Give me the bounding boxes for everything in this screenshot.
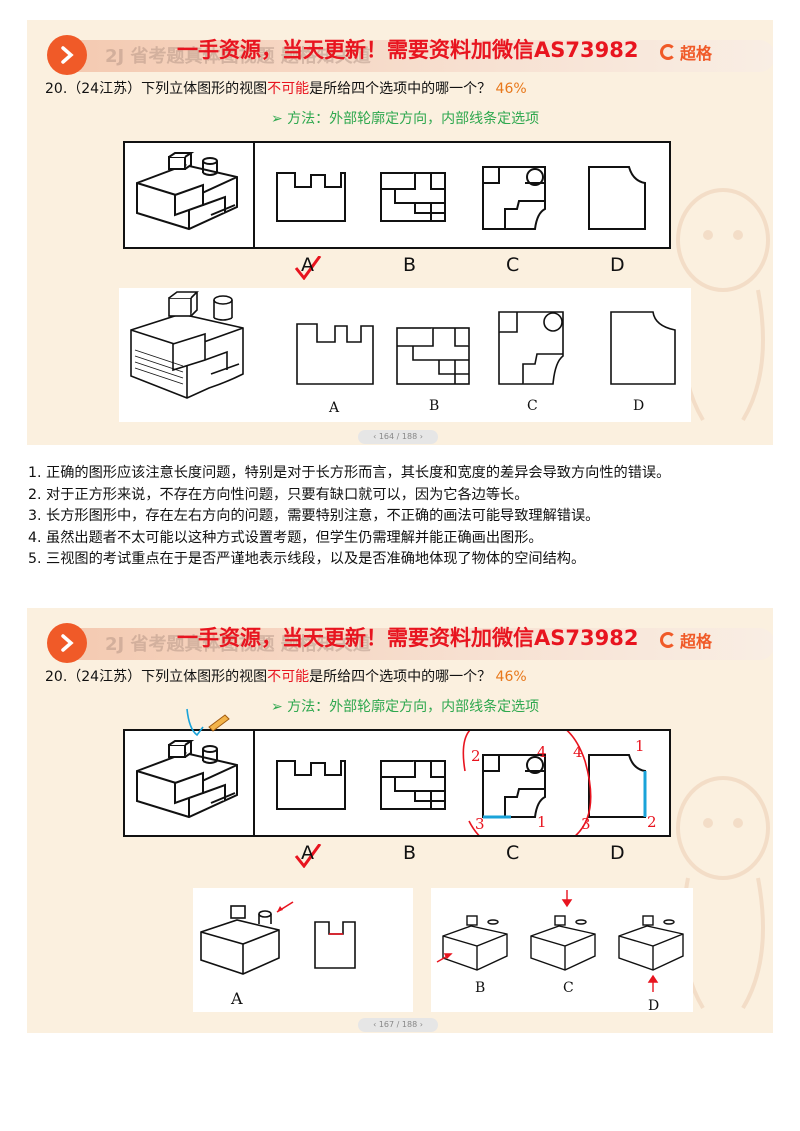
option-b-view	[380, 760, 446, 810]
question-highlight: 不可能	[267, 669, 310, 685]
annotation-number: 2	[471, 747, 481, 765]
answer-letter-b: B	[403, 842, 417, 864]
next-button[interactable]	[47, 623, 87, 663]
detail-panel-a-drawing: A	[200, 901, 356, 1008]
check-mark-icon	[294, 844, 322, 868]
answer-letter-d: D	[610, 842, 625, 864]
notes-list: 1. 正确的图形应该注意长度问题，特别是对于长方形而言，其长度和宽度的差异会导致…	[28, 463, 788, 571]
detail-panel-bcd-drawing: B C D	[436, 890, 684, 1014]
logo-text: 超格	[680, 632, 713, 651]
logo-mark-icon	[660, 632, 676, 648]
option-d-view	[588, 166, 646, 230]
question-highlight: 不可能	[267, 81, 310, 97]
page-indicator[interactable]: ‹ 167 / 188 ›	[358, 1018, 438, 1032]
solid-3d-figure	[136, 740, 238, 819]
detail-label-a: A	[230, 989, 243, 1008]
question-text: 20.（24江苏）下列立体图形的视图不可能是所给四个选项中的哪一个？ 46%	[45, 78, 527, 98]
next-button[interactable]	[47, 35, 87, 75]
question-number: 20.	[45, 669, 68, 685]
page-indicator[interactable]: ‹ 164 / 188 ›	[358, 430, 438, 444]
answer-letter-d: D	[610, 254, 625, 276]
slide-page-167: 2J 省考题真体图视题 题格知关道 一手资源，当天更新！需要资料加微信AS739…	[27, 608, 773, 1033]
logo-mark-icon	[660, 44, 676, 60]
detail-option-views: A B C D	[296, 311, 676, 416]
question-text: 20.（24江苏）下列立体图形的视图不可能是所给四个选项中的哪一个？ 46%	[45, 666, 527, 686]
next-arrow-icon	[61, 46, 74, 64]
slide-page-164: 2J 省考题真体图视题 题格知关道 一手资源，当天更新！需要资料加微信AS739…	[27, 20, 773, 445]
accuracy-percent: 46%	[495, 81, 527, 97]
note-item: 1. 正确的图形应该注意长度问题，特别是对于长方形而言，其长度和宽度的差异会导致…	[28, 465, 671, 481]
question-body: 下列立体图形的视图	[141, 81, 268, 97]
answer-letter-c: C	[506, 254, 520, 276]
answer-letter-a: A	[301, 254, 314, 276]
annotation-number: 3	[475, 815, 485, 833]
question-source: （24江苏）	[67, 81, 142, 97]
answer-letter-b: B	[403, 254, 417, 276]
option-views: 2 3 4 1 4 1 3 2	[276, 731, 657, 835]
question-figure-box	[123, 141, 671, 249]
detail-figure-strip: A B C D	[119, 288, 691, 422]
header-bar	[55, 628, 773, 660]
answer-letters-row: A B C D	[27, 254, 773, 280]
brand-logo: 超格	[660, 628, 712, 652]
detail-panel-a: A	[193, 888, 413, 1012]
detail-label-a: A	[328, 400, 340, 416]
detail-label-b: B	[475, 980, 485, 996]
annotation-number: 3	[581, 815, 591, 833]
detail-label-d: D	[633, 398, 644, 414]
figure-divider	[253, 143, 255, 247]
method-tip: ➢ 方法：外部轮廓定方向，内部线条定选项	[271, 699, 540, 715]
question-body: 下列立体图形的视图	[141, 669, 268, 685]
accuracy-percent: 46%	[495, 669, 527, 685]
watermark-banner: 一手资源，当天更新！需要资料加微信AS73982	[177, 38, 639, 62]
question-figure-box: 2 3 4 1 4 1 3 2	[123, 708, 671, 837]
annotation-number: 1	[537, 813, 547, 831]
question-tail: 是所给四个选项中的哪一个？	[309, 81, 492, 97]
note-item: 4. 虽然出题者不太可能以这种方式设置考题，但学生仍需理解并能正确画出图形。	[28, 529, 543, 546]
answer-letters-row: A B C D	[27, 842, 773, 868]
option-c-view	[482, 166, 546, 230]
annotation-number: 2	[647, 813, 657, 831]
option-a-view	[276, 172, 346, 222]
detail-panel-bcd: B C D	[431, 888, 693, 1014]
option-views	[276, 166, 646, 230]
pencil-icon	[186, 708, 230, 737]
method-tip: ➢ 方法：外部轮廓定方向，内部线条定选项	[271, 111, 540, 127]
question-number: 20.	[45, 81, 68, 97]
note-item: 3. 长方形图形中，存在左右方向的问题，需要特别注意，不正确的画法可能导致理解错…	[28, 508, 600, 524]
header-bar	[55, 40, 773, 72]
detail-solid-figure	[130, 291, 244, 399]
logo-text: 超格	[680, 44, 713, 63]
check-mark-icon	[294, 256, 322, 280]
watermark-banner: 一手资源，当天更新！需要资料加微信AS73982	[177, 626, 639, 650]
detail-label-d: D	[648, 998, 659, 1012]
detail-label-c: C	[563, 980, 574, 996]
annotation-loop	[462, 731, 592, 835]
note-item: 2. 对于正方形来说，不存在方向性问题，只要有缺口就可以，因为它各边等长。	[28, 486, 529, 503]
option-a-view	[276, 760, 346, 810]
next-arrow-icon	[61, 634, 74, 652]
option-d-view	[588, 754, 646, 818]
figure-divider	[253, 731, 255, 835]
detail-label-b: B	[429, 398, 439, 414]
answer-letter-a: A	[301, 842, 314, 864]
option-c-view	[482, 754, 546, 818]
option-b-view	[380, 172, 446, 222]
detail-label-c: C	[527, 398, 538, 414]
annotation-number: 4	[537, 743, 547, 761]
annotation-number: 4	[573, 743, 583, 761]
answer-letter-c: C	[506, 842, 520, 864]
note-item: 5. 三视图的考试重点在于是否严谨地表示线段，以及是否准确地体现了物体的空间结构…	[28, 551, 586, 567]
question-tail: 是所给四个选项中的哪一个？	[309, 669, 492, 685]
solid-3d-figure	[136, 152, 238, 231]
header-ghost-title: 2J 省考题真体图视题 题格知关道	[105, 634, 371, 655]
brand-logo: 超格	[660, 40, 712, 64]
header-ghost-title: 2J 省考题真体图视题 题格知关道	[105, 46, 371, 67]
annotation-number: 1	[635, 737, 645, 755]
question-source: （24江苏）	[67, 669, 142, 685]
